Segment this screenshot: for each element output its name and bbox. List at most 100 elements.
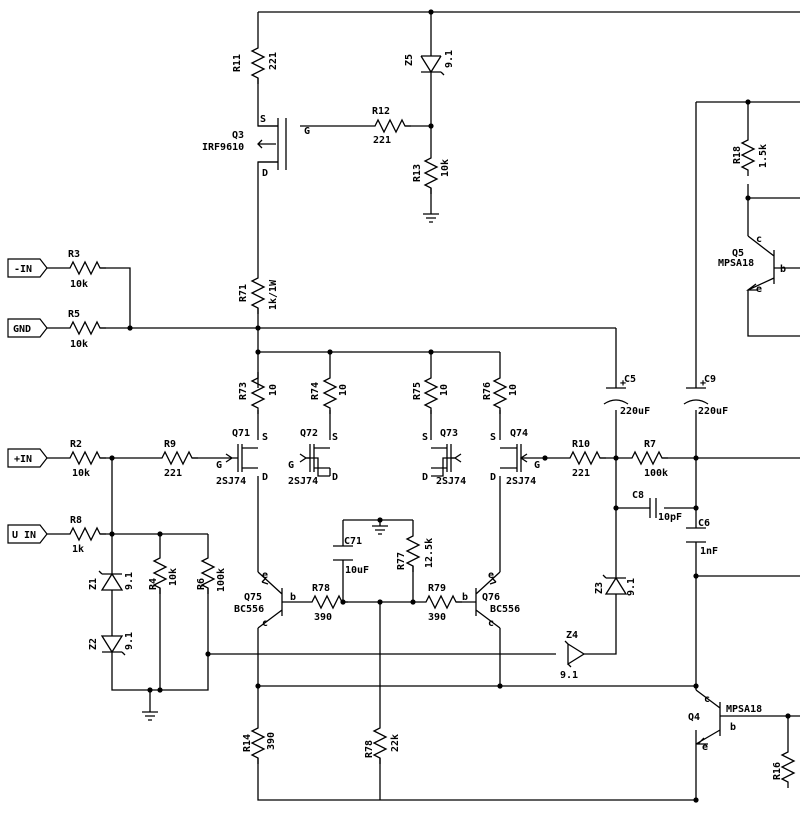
- ref-label: C8: [632, 490, 644, 501]
- resistor-r71: R71 1k/1W: [238, 271, 279, 315]
- pin-label: b: [462, 592, 468, 603]
- ref-label: C71: [344, 536, 362, 547]
- pin-label: G: [288, 460, 294, 471]
- mosfet-q3: S G D Q3 IRF9610: [202, 114, 310, 179]
- input-port-gnd: GND: [7, 318, 48, 338]
- value-label: 390: [428, 612, 446, 623]
- value-label: 221: [572, 468, 590, 479]
- zener-z4: Z4 9.1: [560, 630, 586, 681]
- jfet-q72: Q72 S G D 2SJ74: [288, 428, 338, 487]
- value-label: 10k: [70, 339, 88, 350]
- part-label: 2SJ74: [288, 476, 318, 487]
- ref-label: Z2: [88, 638, 99, 650]
- value-label: 221: [164, 468, 182, 479]
- capacitor-c8: C8 10pF: [632, 490, 682, 523]
- value-label: 10: [338, 384, 349, 396]
- resistor-r10: R10 221: [563, 439, 607, 479]
- input-port-minus: -IN: [7, 258, 48, 278]
- bjt-q4: c b e Q4 MPSA18: [688, 689, 762, 753]
- ref-label: R79: [428, 583, 446, 594]
- value-label: 221: [268, 52, 279, 70]
- ref-label: Q71: [232, 428, 250, 439]
- resistor-r16: R16: [772, 745, 795, 789]
- pin-label: b: [780, 264, 786, 275]
- capacitor-c9: + C9 220uF: [683, 374, 728, 417]
- ref-label: R2: [70, 439, 82, 450]
- pin-label: D: [262, 472, 268, 483]
- ref-label: R74: [310, 382, 321, 400]
- ref-label: Z1: [88, 578, 99, 590]
- ref-label: R9: [164, 439, 176, 450]
- part-label: IRF9610: [202, 142, 244, 153]
- pin-label: c: [488, 618, 494, 629]
- ref-label: R11: [232, 54, 243, 72]
- resistor-r14: R14 390: [242, 721, 277, 765]
- ref-label: R76: [482, 382, 493, 400]
- value-label: 10: [268, 384, 279, 396]
- pin-label: c: [262, 618, 268, 629]
- ref-label: R7: [644, 439, 656, 450]
- pin-label: G: [534, 460, 540, 471]
- value-label: 9.1: [626, 578, 637, 596]
- resistor-r78-base: R78 390: [305, 583, 349, 623]
- pin-label: G: [216, 460, 222, 471]
- pin-label: S: [490, 432, 496, 443]
- ref-label: Q76: [482, 592, 500, 603]
- value-label: 390: [266, 732, 277, 750]
- ref-label: R3: [68, 249, 80, 260]
- resistor-r74: R74 10: [310, 371, 349, 415]
- ref-label: C9: [704, 374, 716, 385]
- jfet-q71: Q71 S G D 2SJ74: [216, 428, 268, 487]
- polarity-mark: +: [620, 378, 626, 389]
- resistor-r78-bias: R78 22k: [364, 721, 401, 765]
- ref-label: R73: [238, 382, 249, 400]
- wires: [46, 11, 800, 801]
- resistor-r13: R13 10k: [412, 151, 451, 195]
- capacitor-c71: C71 10uF: [333, 536, 369, 576]
- polarity-mark: +: [700, 378, 706, 389]
- ref-label: Q75: [244, 592, 262, 603]
- resistor-r9: R9 221: [155, 439, 199, 479]
- value-label: 9.1: [560, 670, 578, 681]
- value-label: 220uF: [698, 406, 728, 417]
- ref-label: Q72: [300, 428, 318, 439]
- ref-label: R8: [70, 515, 82, 526]
- pin-label: S: [262, 432, 268, 443]
- pin-label: S: [260, 114, 266, 125]
- resistor-r75: R75 10: [412, 371, 450, 415]
- resistor-r11: R11 221: [232, 41, 279, 85]
- value-label: 100k: [216, 568, 227, 592]
- ground-symbol-mid: [372, 525, 388, 535]
- ref-label: C5: [624, 374, 636, 385]
- resistor-r7: R7 100k: [625, 439, 669, 479]
- value-label: 10k: [168, 568, 179, 586]
- ref-label: R75: [412, 382, 423, 400]
- value-label: 390: [314, 612, 332, 623]
- ref-label: R14: [242, 734, 253, 752]
- pin-label: S: [332, 432, 338, 443]
- pin-label: c: [756, 234, 762, 245]
- resistor-r4: R4 10k: [148, 551, 179, 595]
- ref-label: R18: [732, 146, 743, 164]
- resistor-r79: R79 390: [419, 583, 463, 623]
- pin-label: e: [702, 742, 708, 753]
- pin-label: D: [490, 472, 496, 483]
- zener-z3: Z3 9.1: [594, 574, 637, 600]
- ref-label: R4: [148, 578, 159, 590]
- resistor-r73: R73 10: [238, 371, 279, 415]
- part-label: 2SJ74: [506, 476, 536, 487]
- value-label: 10uF: [345, 565, 369, 576]
- part-label: MPSA18: [726, 704, 762, 715]
- value-label: 1nF: [700, 546, 718, 557]
- ref-label: C6: [698, 518, 710, 529]
- jfet-q73: Q73 S D 2SJ74: [422, 428, 466, 487]
- value-label: 10: [508, 384, 519, 396]
- port-label: +IN: [14, 454, 32, 465]
- value-label: 9.1: [124, 572, 135, 590]
- part-label: 2SJ74: [436, 476, 466, 487]
- ref-label: Q74: [510, 428, 528, 439]
- pin-label: b: [730, 722, 736, 733]
- pin-label: e: [488, 570, 494, 581]
- ref-label: R12: [372, 106, 390, 117]
